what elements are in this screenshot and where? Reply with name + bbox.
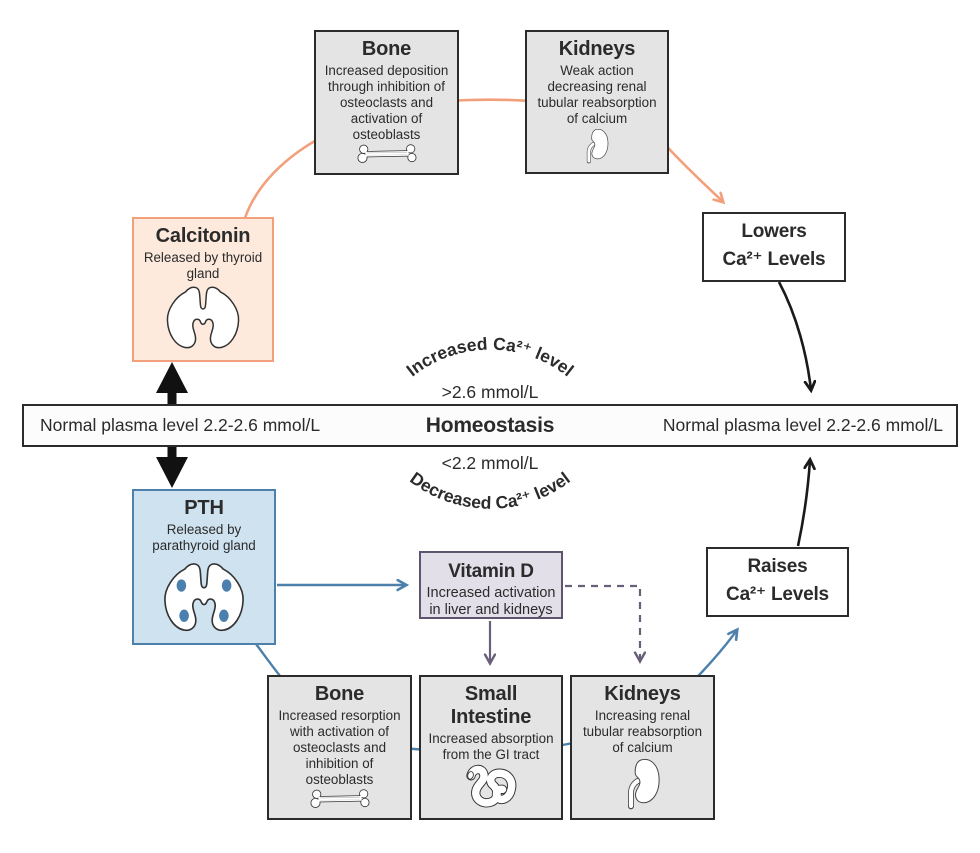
kidneys-weak-action-box: Kidneys Weak action decreasing renal tub…	[525, 30, 669, 174]
bone-deposition-box: Bone Increased deposition through inhibi…	[314, 30, 459, 175]
box-title: Small Intestine	[450, 683, 532, 728]
raises-to-homeostasis-arrow	[796, 460, 810, 547]
normal-plasma-level-left: Normal plasma level 2.2-2.6 mmol/L	[40, 415, 321, 435]
box-title: Vitamin D	[448, 561, 534, 582]
calcitonin-box: Calcitonin Released by thyroid gland	[132, 217, 274, 362]
small-intestine-box: Small Intestine Increased absorption fro…	[419, 675, 563, 820]
box-body: Released by thyroid gland	[143, 250, 263, 282]
thyroid-icon	[166, 286, 240, 349]
box-title: Bone	[361, 38, 412, 60]
decreased-ca-arc-label: Decreased Ca²⁺ level	[406, 468, 573, 513]
outcome-line1: Raises	[747, 555, 808, 577]
parathyroid-icon	[164, 563, 244, 632]
pth-box: PTH Released by parathyroid gland	[132, 489, 276, 645]
outcome-line2: Ca²⁺ Levels	[726, 584, 829, 605]
bone-icon	[309, 789, 370, 809]
box-body: Increased activation in liver and kidney…	[426, 584, 556, 619]
box-title: Kidneys	[604, 683, 681, 705]
lowers-to-homeostasis-arrow	[777, 281, 811, 390]
normal-plasma-level-right: Normal plasma level 2.2-2.6 mmol/L	[662, 415, 943, 435]
box-body: Released by parathyroid gland	[152, 522, 256, 554]
outcome-line1: Lowers	[741, 220, 807, 242]
box-title: Calcitonin	[155, 225, 251, 247]
raises-ca-levels-box: Raises Ca²⁺ Levels	[706, 547, 849, 617]
kidneys-reabsorption-box: Kidneys Increasing renal tubular reabsor…	[570, 675, 715, 820]
outcome-line2: Ca²⁺ Levels	[722, 249, 826, 270]
vitamin-d-box: Vitamin D Increased activation in liver …	[419, 551, 563, 619]
box-body: Increasing renal tubular reabsorption of…	[582, 708, 703, 756]
homeostasis-label: Homeostasis	[425, 413, 555, 437]
box-body: Weak action decreasing renal tubular rea…	[537, 63, 657, 127]
vitamin-d-to-kidneys-dashed-arrow	[565, 584, 640, 661]
box-body: Increased resorption with activation of …	[278, 708, 401, 788]
box-title: Kidneys	[558, 38, 636, 60]
kidney-icon	[586, 129, 609, 164]
increased-ca-arc-label: Increased Ca²⁺ level	[402, 334, 577, 381]
intestine-icon	[466, 764, 517, 808]
kidney-icon	[627, 759, 660, 810]
homeostasis-bar: Normal plasma level 2.2-2.6 mmol/L Homeo…	[22, 404, 958, 447]
box-body: Increased deposition through inhibition …	[324, 63, 449, 143]
bone-icon	[356, 144, 417, 164]
decreased-value-label: <2.2 mmol/L	[442, 453, 539, 473]
box-title: Bone	[314, 683, 365, 705]
bone-resorption-box: Bone Increased resorption with activatio…	[267, 675, 412, 820]
increased-value-label: >2.6 mmol/L	[442, 382, 539, 402]
box-title: PTH	[184, 497, 224, 519]
box-body: Increased absorption from the GI tract	[428, 731, 554, 763]
lowers-ca-levels-box: Lowers Ca²⁺ Levels	[702, 212, 846, 282]
